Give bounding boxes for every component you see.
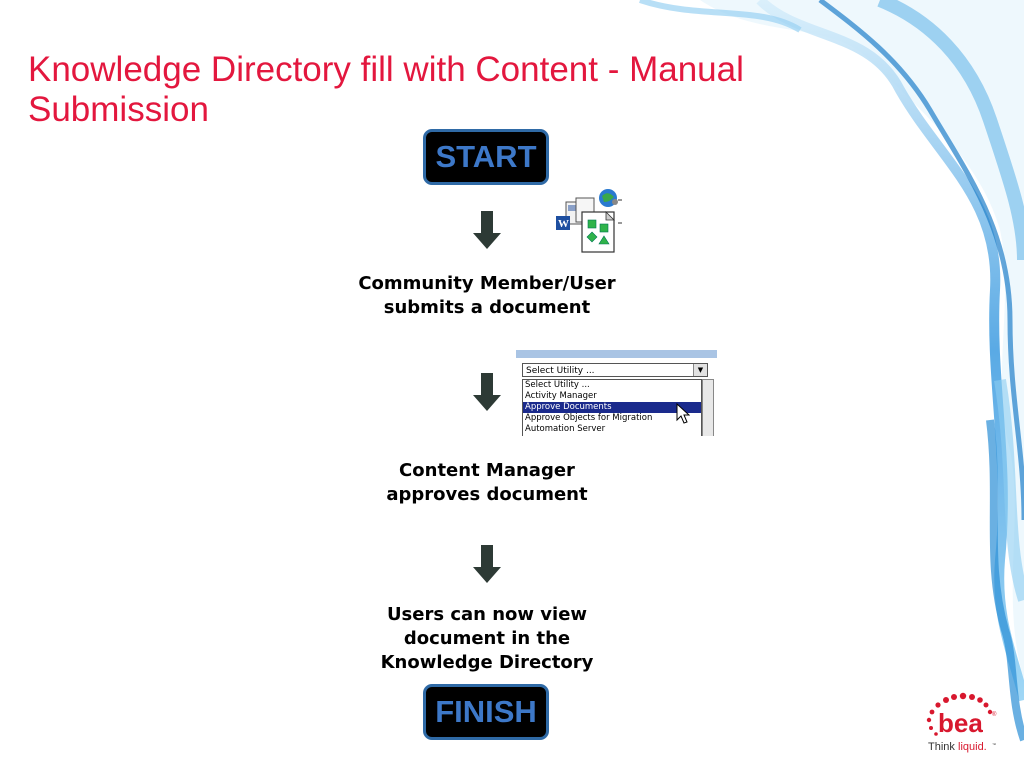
down-arrow-icon bbox=[473, 211, 501, 249]
bea-logo: bea ® Think liquid. ™ bbox=[926, 692, 997, 753]
utility-dropdown-screenshot: Select Utility ... ▼ Select Utility ... … bbox=[516, 350, 717, 436]
scrollbar bbox=[702, 379, 714, 436]
mouse-cursor-icon bbox=[676, 403, 690, 424]
list-item: Activity Manager bbox=[525, 391, 597, 401]
svg-text:Think: Think bbox=[928, 741, 955, 753]
step-approve-document: Content Manager approves document bbox=[327, 459, 647, 507]
start-badge: START bbox=[423, 129, 549, 185]
select-utility-value: Select Utility ... bbox=[526, 366, 595, 376]
down-arrow-icon bbox=[473, 373, 501, 411]
chevron-down-icon: ▼ bbox=[693, 364, 707, 376]
utility-options-list: Select Utility ... Activity Manager Appr… bbox=[522, 379, 702, 436]
down-arrow-icon bbox=[473, 545, 501, 583]
step-approve-text: Content Manager approves document bbox=[386, 460, 588, 505]
svg-text:W: W bbox=[558, 218, 569, 230]
svg-text:bea: bea bbox=[938, 708, 983, 738]
step-submit-document: Community Member/User submits a document bbox=[358, 273, 616, 318]
svg-text:liquid.: liquid. bbox=[958, 741, 987, 753]
svg-text:®: ® bbox=[992, 711, 997, 718]
svg-text:™: ™ bbox=[992, 742, 996, 747]
list-item: Approve Objects for Migration bbox=[525, 413, 653, 423]
list-item: Select Utility ... bbox=[525, 380, 590, 390]
step-view-text: Users can now view document in the Knowl… bbox=[380, 604, 594, 673]
window-band bbox=[516, 350, 717, 358]
list-item: Automation Server bbox=[525, 424, 606, 434]
list-item-highlighted: Approve Documents bbox=[523, 402, 701, 413]
slide-title: Knowledge Directory fill with Content - … bbox=[28, 50, 744, 129]
finish-badge: FINISH bbox=[423, 684, 549, 740]
step-view-document: Users can now view document in the Knowl… bbox=[327, 603, 647, 675]
documents-icon: W bbox=[556, 189, 622, 253]
select-utility-field: Select Utility ... ▼ bbox=[522, 363, 708, 377]
